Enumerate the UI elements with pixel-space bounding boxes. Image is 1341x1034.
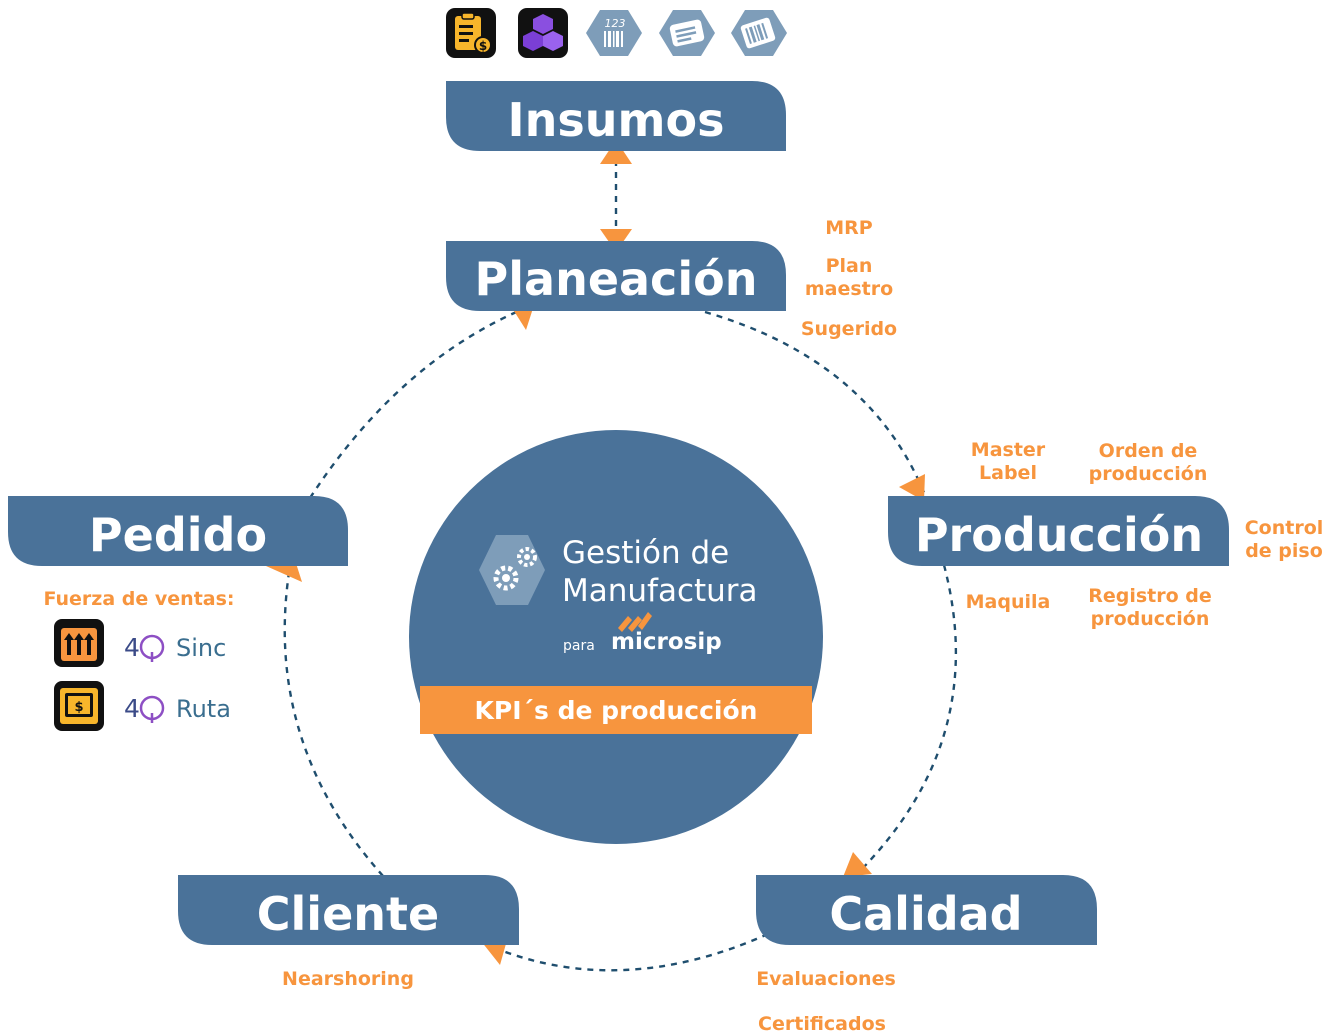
label-orden-line2: producción <box>1089 463 1208 485</box>
label-nearshoring: Nearshoring <box>282 968 414 990</box>
receipt-icon: $ <box>54 681 104 731</box>
produccion-calidad-connector <box>857 564 958 874</box>
gears-icon <box>479 535 545 605</box>
calidad-cliente-connector <box>489 932 769 972</box>
label-plan-line2: maestro <box>805 278 893 300</box>
node-insumos: Insumos <box>446 81 786 151</box>
ruta-logo-name: Ruta <box>176 695 231 723</box>
label-control-line2: de piso <box>1245 540 1323 562</box>
arrow-to-calidad <box>843 852 872 877</box>
svg-text:$: $ <box>479 39 487 53</box>
label-mrp: MRP <box>825 217 873 239</box>
label-sugerido: Sugerido <box>801 318 897 340</box>
node-calidad: Calidad <box>756 875 1097 945</box>
node-pedido: Pedido <box>8 496 348 566</box>
label-evaluaciones: Evaluaciones <box>756 968 896 990</box>
clipboard-dollar-icon: $ <box>446 8 496 58</box>
node-cliente: Cliente <box>178 875 519 945</box>
kpi-band <box>420 686 812 734</box>
pedido-planeacion-connector <box>308 305 529 499</box>
label-master-line2: Label <box>979 462 1037 484</box>
arrow-to-produccion <box>899 474 925 501</box>
label-fuerza-de-ventas: Fuerza de ventas: <box>43 588 234 610</box>
svg-text:123: 123 <box>605 17 626 30</box>
center-title-line1: Gestión de <box>562 535 729 571</box>
svg-text:$: $ <box>74 700 83 715</box>
node-calidad-label: Calidad <box>829 887 1022 941</box>
arrow-to-insumos <box>600 140 632 164</box>
sinc-logo: 4 Sinc <box>124 633 226 662</box>
label-registro-line2: producción <box>1091 608 1210 630</box>
center-hub: Gestión de Manufactura para microsip KPI… <box>409 430 823 844</box>
cubes-icon <box>518 8 568 58</box>
arrow-to-planeacion-top <box>600 229 632 252</box>
node-insumos-label: Insumos <box>508 93 725 147</box>
sinc-logo-number: 4 <box>124 633 140 662</box>
label-master-line1: Master <box>971 439 1046 461</box>
microsip-logo-mark <box>618 612 652 632</box>
kpi-label: KPI´s de producción <box>475 696 758 725</box>
center-para: para <box>563 638 595 654</box>
node-produccion: Producción <box>888 496 1229 566</box>
ruta-logo: 4 Ruta <box>124 694 231 723</box>
barcode-tag-icon <box>731 10 787 56</box>
arrows-up-icon <box>54 619 104 667</box>
label-plan-line1: Plan <box>826 255 873 277</box>
label-control-line1: Control <box>1245 517 1324 539</box>
sinc-logo-name: Sinc <box>176 634 226 662</box>
center-brand: microsip <box>611 629 722 655</box>
ruta-logo-number: 4 <box>124 694 140 723</box>
node-produccion-label: Producción <box>915 508 1203 562</box>
label-orden-line1: Orden de <box>1099 440 1198 462</box>
barcode-123-icon: 123 <box>586 10 642 56</box>
node-planeacion-label: Planeación <box>475 252 758 306</box>
label-certificados: Certificados <box>758 1013 886 1034</box>
cliente-pedido-connector <box>283 565 384 877</box>
label-maquila: Maquila <box>966 591 1051 613</box>
label-registro-line1: Registro de <box>1088 585 1212 607</box>
node-planeacion: Planeación <box>446 241 786 311</box>
node-pedido-label: Pedido <box>89 508 267 562</box>
label-card-icon <box>659 10 715 56</box>
node-cliente-label: Cliente <box>257 887 439 941</box>
center-title-line2: Manufactura <box>562 573 758 609</box>
